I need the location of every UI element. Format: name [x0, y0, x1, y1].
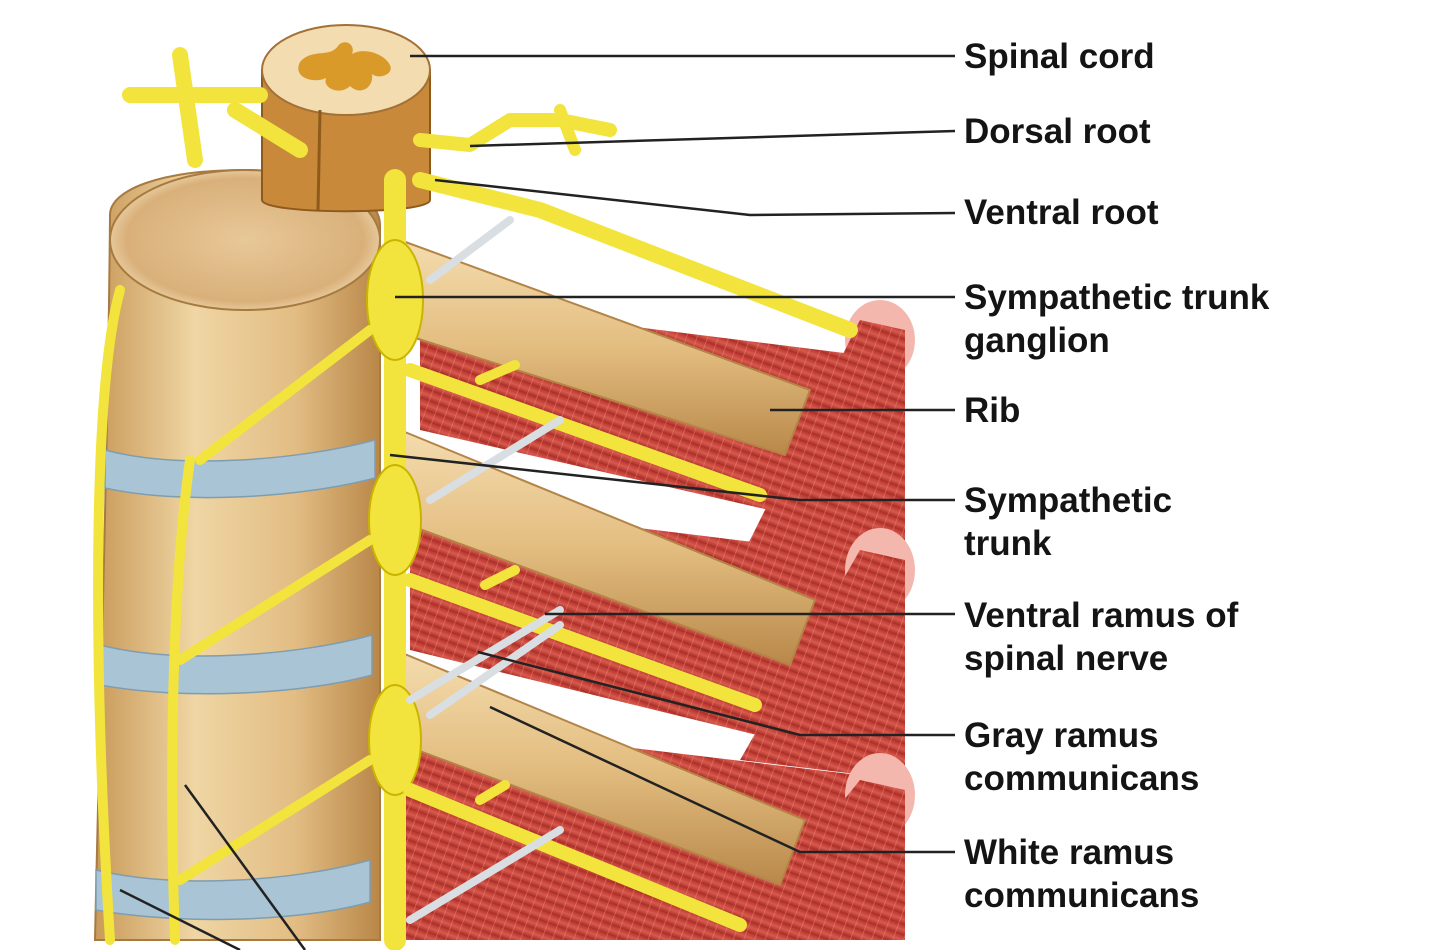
label-rib: Rib: [964, 389, 1020, 432]
label-white-ramus: White ramus communicans: [964, 831, 1199, 917]
label-line: Rib: [964, 391, 1021, 430]
leader-gray-ramus: [477, 650, 955, 737]
leader-bottom-1: [183, 784, 307, 950]
label-line: Dorsal root: [964, 112, 1151, 151]
label-line: Ventral root: [964, 193, 1159, 232]
label-line: Ventral ramus of: [964, 596, 1239, 635]
muscle-ends: [730, 300, 915, 940]
label-line: trunk: [964, 524, 1052, 563]
leader-ventral-root: [434, 178, 956, 217]
leader-dorsal-root: [469, 129, 956, 148]
label-line: Sympathetic trunk: [964, 278, 1270, 317]
label-line: Gray ramus: [964, 716, 1159, 755]
label-dorsal-root: Dorsal root: [964, 110, 1151, 153]
label-gray-ramus: Gray ramus communicans: [964, 714, 1199, 800]
label-line: White ramus: [964, 833, 1175, 872]
leader-sympathetic-trunk: [389, 453, 955, 502]
label-spinal-cord: Spinal cord: [964, 35, 1155, 78]
label-ventral-ramus: Ventral ramus of spinal nerve: [964, 594, 1238, 680]
label-line: communicans: [964, 759, 1200, 798]
label-line: communicans: [964, 876, 1200, 915]
label-line: Sympathetic: [964, 481, 1173, 520]
leader-white-ramus: [489, 705, 955, 854]
label-sympathetic-trunk: Sympathetic trunk: [964, 479, 1172, 565]
leader-lines: [119, 54, 956, 950]
label-sympathetic-trunk-ganglion: Sympathetic trunk ganglion: [964, 276, 1269, 362]
label-line: Spinal cord: [964, 37, 1155, 76]
label-ventral-root: Ventral root: [964, 191, 1158, 234]
leader-bottom-2: [119, 888, 241, 950]
nerves: [93, 47, 858, 950]
label-line: spinal nerve: [964, 639, 1169, 678]
label-line: ganglion: [964, 321, 1110, 360]
